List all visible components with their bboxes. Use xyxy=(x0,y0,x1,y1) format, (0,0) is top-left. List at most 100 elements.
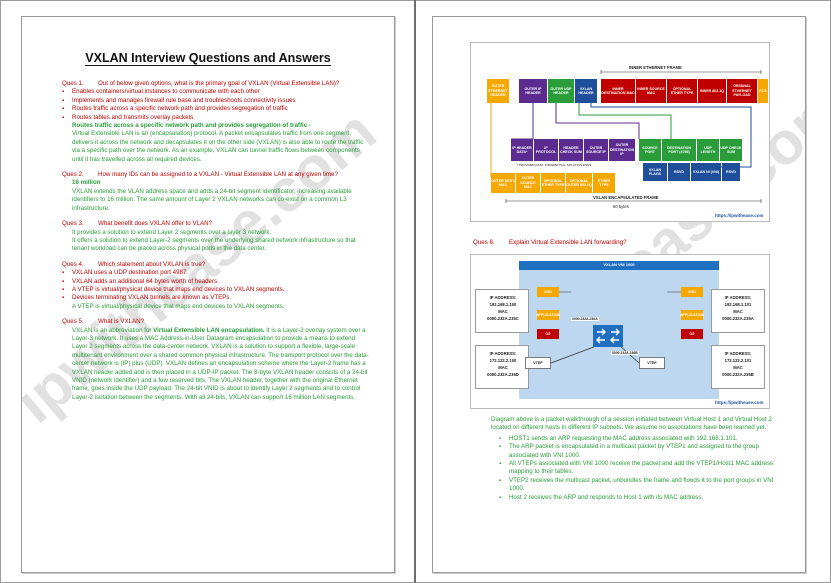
host1-ip: 192.168.1.100 xyxy=(489,302,517,307)
list-item: The ARP packet is encapsulated in a mult… xyxy=(491,443,781,460)
inner-8021q-box: INNER 802.1Q xyxy=(698,79,726,103)
host2-ip: 192.168.1.101 xyxy=(724,302,752,307)
udp-length-box: UDP LENGTH xyxy=(697,139,719,161)
host2-mac-label: MAC xyxy=(733,309,743,314)
host3-ip-label: IP ADDRESS: xyxy=(489,351,517,356)
host2-card xyxy=(711,289,765,333)
forwarding-intro: Diagram above is a packet walkthrough of… xyxy=(491,416,772,432)
answer-3: It provides a solution to extend Layer 2… xyxy=(72,228,272,236)
question-4-options: VXLAN uses a UDP destination port 4987. … xyxy=(62,269,369,303)
vxlan-forwarding-diagram: VXLAN VNI 1000 IP ADDRESS: 192.168.1.100… xyxy=(470,254,770,409)
host3-card xyxy=(475,345,529,389)
list-item: All VTEPs associated with VNI 1000 recei… xyxy=(491,460,781,477)
list-item: VTEP2 receives the multicast packet, unb… xyxy=(491,477,781,494)
inner-source-mac-box: INNER SOURCE MAC xyxy=(636,79,666,103)
host4-mac: 0000.232A.235B xyxy=(722,372,754,377)
question-3: Ques 3.What benefit does VXLAN offer to … xyxy=(62,220,213,228)
answer-1: Routes traffic across a specific network… xyxy=(72,122,311,130)
list-item: HOST1 sends an ARP requesting the MAC ad… xyxy=(491,435,781,444)
vxlan-header-box: VXLAN HEADER xyxy=(575,79,597,103)
rsvd-box: RSVD xyxy=(722,163,740,181)
answer-4: A VTEP is virtual/physical device that m… xyxy=(72,302,285,310)
question-5: Ques 5.What is VXLAN? xyxy=(62,318,145,326)
vni-layer-left: VNI1 xyxy=(537,287,559,297)
host1-ip-label: IP ADDRESS: xyxy=(489,295,517,300)
list-item: Host 2 receives the ARP and responds to … xyxy=(491,494,781,503)
encapsulated-frame-label: VXLAN ENCAPSULATED FRAME xyxy=(593,195,659,200)
question-2: Ques 2.How many IDs can be assigned to a… xyxy=(62,171,338,179)
ether-type-box: ETHER TYPE xyxy=(593,173,615,193)
option: Routes traffic across a specific network… xyxy=(62,105,369,114)
rsvd-box: RSVD xyxy=(668,163,690,181)
question-1: Ques 1.Out of below given options, what … xyxy=(62,80,340,87)
ip-protocol-box: IP PROTOCOL xyxy=(534,139,558,161)
vtep-left: VTEP xyxy=(525,357,551,369)
option: Routes tables and transmits overlay pack… xyxy=(62,114,369,123)
os-layer-right: OS xyxy=(681,329,703,339)
explanation-5: VXLAN is an abbreviation for Virtual Ext… xyxy=(72,326,369,401)
right-page: ipwithease.com INNER ETHERNET FRAME OUTE… xyxy=(432,16,806,573)
host4-ip-label: IP ADDRESS: xyxy=(724,351,752,356)
option: Implements and manages firewall rule bas… xyxy=(62,97,369,106)
outer-dest-mac-box: OUTER DEST. MAC xyxy=(491,173,515,193)
forwarding-explanation: Diagram above is a packet walkthrough of… xyxy=(491,416,781,502)
option: VXLAN adds an additional 64 bytes worth … xyxy=(62,278,369,287)
left-page: ipwithease.com VXLAN Interview Questions… xyxy=(21,16,395,573)
question-6: Ques 6.Explain Virtual Extensible LAN fo… xyxy=(473,239,627,246)
optional-outer-8021q-box: OPTIONAL OUTER 802.1Q xyxy=(566,173,592,193)
vni-banner: VXLAN VNI 1000 xyxy=(519,261,719,270)
explanation-3: It offers a solution to extend Layer-2 s… xyxy=(72,236,356,253)
application-layer-right: APPLICATION xyxy=(680,310,704,320)
host3-ip: 172.122.2.100 xyxy=(489,358,517,363)
host2-ip-label: IP ADDRESS: xyxy=(724,295,752,300)
optional-ether-type-box: OPTIONAL ETHER TYPE xyxy=(667,79,697,103)
host1-card xyxy=(475,289,529,333)
source-url: https://ipwithease.com xyxy=(715,400,764,405)
question-1-options: Enables containers/virtual instances to … xyxy=(62,88,369,122)
inner-dest-mac-box: INNER DESTINATION MAC xyxy=(601,79,635,103)
host1-mac-label: MAC xyxy=(498,309,508,314)
os-layer-left: OS xyxy=(537,329,559,339)
encapsulated-bytes: 50 bytes xyxy=(613,204,629,209)
host3-mac-label: MAC xyxy=(498,365,508,370)
vxlan-flags-box: VXLAN FLAGS xyxy=(643,163,667,181)
source-url: https://ipwithease.com xyxy=(715,213,764,218)
outer-ethernet-header-box: OUTER ETHERNET HEADER xyxy=(487,79,509,103)
explanation-1: Virtual Extensible LAN is an (encapsulat… xyxy=(72,130,364,163)
explanation-2: VXLAN extends the VLAN address space and… xyxy=(72,187,352,212)
vni-layer-right: VNI1 xyxy=(681,287,703,297)
outer-udp-header-box: OUTER UDP HEADER xyxy=(548,79,574,103)
fcs-box: FCS xyxy=(758,79,768,103)
outer-ip-header-box: OUTER IP HEADER xyxy=(519,79,547,103)
host4-ip: 172.122.2.101 xyxy=(724,358,752,363)
original-ethernet-payload-box: ORIGINAL ETHERNET PAYLOAD xyxy=(727,79,757,103)
question-4: Ques 4.Which statement about VXLAN is tr… xyxy=(62,260,206,268)
mac-label-left: 0000.232A.236A xyxy=(571,317,599,321)
outer-source-ip-box: OUTER SOURCE IP xyxy=(584,139,608,161)
ip-footnote: * PROVIDER DATA, DIFFERENTIAL SOLUTION E… xyxy=(517,163,592,167)
option: Devices terminating VXLAN tunnels are kn… xyxy=(62,294,369,303)
host2-mac: 0000.232A.235A xyxy=(722,316,754,321)
host4-card xyxy=(711,345,765,389)
vtep-right: VTEP xyxy=(639,357,665,369)
outer-dest-ip-box: OUTER DESTINATION IP xyxy=(609,139,635,161)
switch-icon xyxy=(593,325,623,347)
host1-mac: 0000.232A.235C xyxy=(487,316,519,321)
left-content: Ques 1.Out of below given options, what … xyxy=(62,80,369,402)
host3-mac: 0000.232A.235D xyxy=(487,372,519,377)
option: Enables containers/virtual instances to … xyxy=(62,88,369,97)
source-port-box: SOURCE PORT xyxy=(639,139,661,161)
host4-mac-label: MAC xyxy=(733,365,743,370)
vxlan-vni-box: VXLAN NI (VNI) xyxy=(691,163,721,181)
page-spine xyxy=(414,0,416,583)
outer-source-mac-box: OUTER SOURCE MAC xyxy=(516,173,540,193)
header-checksum-box: HEADER CHECK SUM xyxy=(559,139,583,161)
ip-header-data-box: IP HEADER DATA* xyxy=(511,139,533,161)
vxlan-frame-diagram: INNER ETHERNET FRAME OUTER ETHERNET HEAD… xyxy=(470,42,770,222)
optional-ether-type-outer-box: OPTIONAL ETHER TYPE xyxy=(541,173,565,193)
inner-frame-label: INNER ETHERNET FRAME xyxy=(629,65,682,70)
option: A VTEP is virtual/physical device that m… xyxy=(62,286,369,295)
option: VXLAN uses a UDP destination port 4987. xyxy=(62,269,369,278)
page-title: VXLAN Interview Questions and Answers xyxy=(85,51,331,66)
application-layer-left: APPLICATION xyxy=(536,310,560,320)
